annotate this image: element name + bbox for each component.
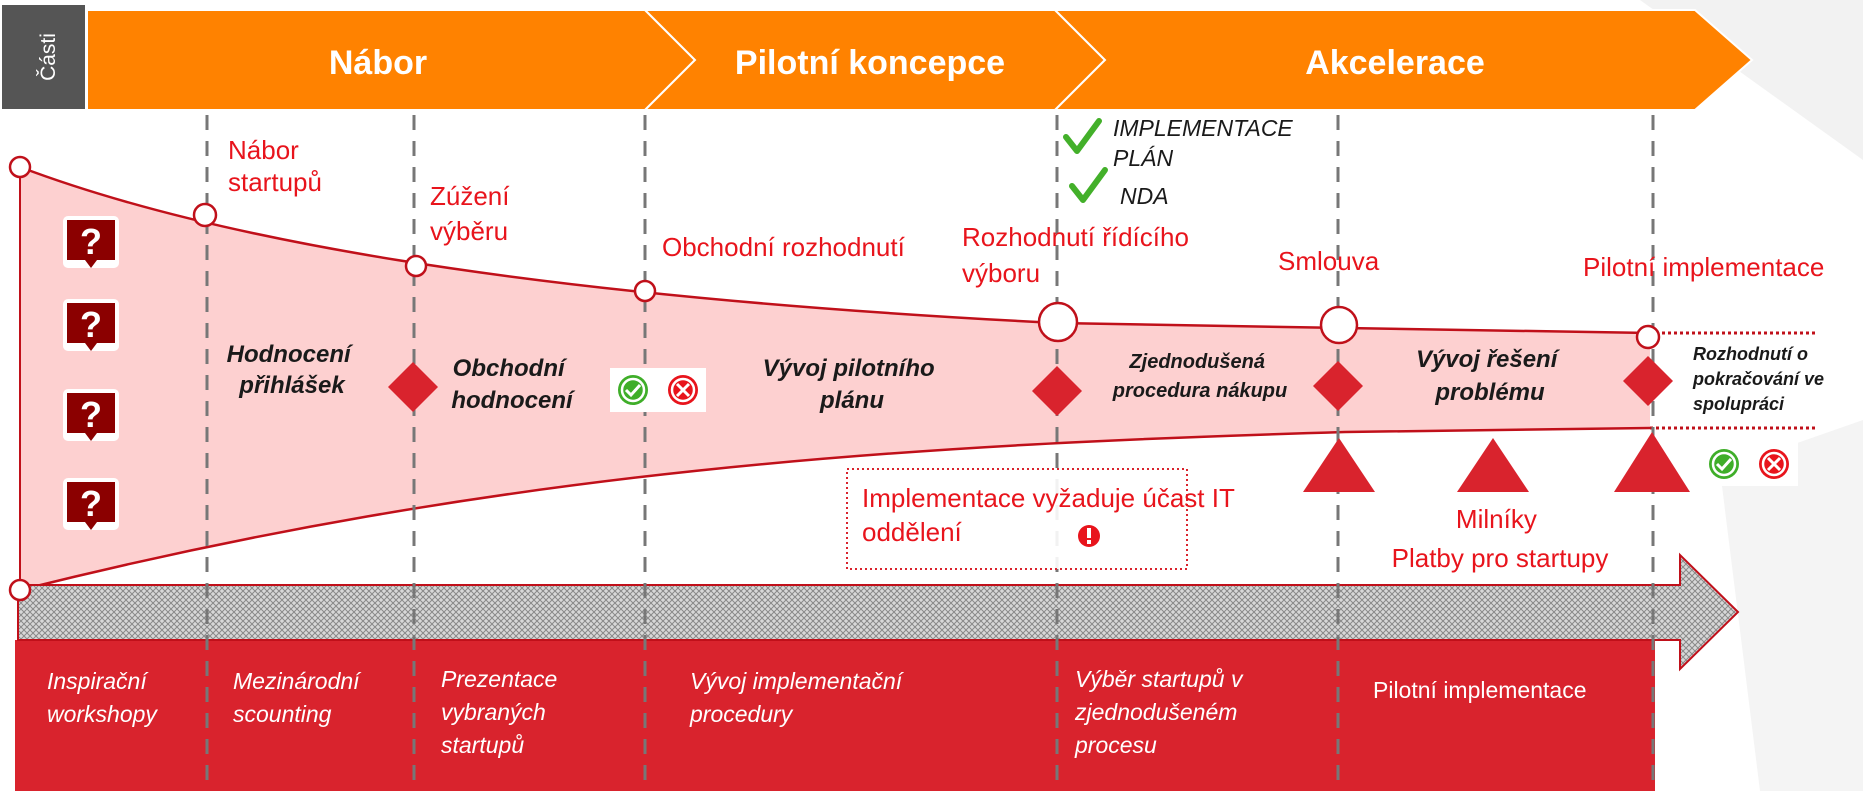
- x-circle-icon: [668, 375, 698, 405]
- milestone-circle: [633, 279, 657, 303]
- payment-triangles: [1303, 432, 1690, 492]
- stage-label-vyvoj-pilotniho-planu: Vývoj pilotního plánu: [763, 355, 942, 414]
- activity-label: Vývoj implementační procedury: [689, 668, 909, 727]
- checklist-item: NDA: [1120, 183, 1169, 209]
- stage-label-vyvoj-reseni: Vývoj řešení problému: [1416, 346, 1564, 406]
- milestone-label-zuzeni-vyberu: Zúžení výběru: [430, 181, 517, 246]
- phase-banner-akcelerace: [1052, 9, 1754, 111]
- exclamation-icon: [1078, 525, 1100, 547]
- approve-reject-pair: [610, 368, 706, 412]
- stage-label-hodnoceni-prihlasek: Hodnocení přihlášek: [227, 341, 358, 399]
- stage-label-zjednodusena-procedura: Zjednodušená procedura nákupu: [1112, 351, 1287, 402]
- approve-reject-pair: [1702, 442, 1798, 486]
- checklist-item: PLÁN: [1113, 145, 1173, 171]
- phase-label-akcelerace: Akcelerace: [1305, 44, 1485, 82]
- question-icon: ?: [63, 216, 119, 268]
- note-box: [846, 468, 1188, 570]
- decision-diamond: [1313, 361, 1363, 411]
- payment-triangle: [1457, 438, 1529, 492]
- parts-label: Části: [37, 33, 60, 81]
- activity-label: Výběr startupů v zjednodušeném procesu: [1074, 666, 1249, 758]
- side-decoration: [1720, 420, 1863, 791]
- phase-label-pilotni: Pilotní koncepce: [735, 44, 1005, 82]
- decision-diamonds: [388, 356, 1673, 416]
- parts-tab: [2, 5, 85, 109]
- milestone-circle: [8, 578, 32, 602]
- milestone-label-rozhodnuti-vyboru: Rozhodnutí řídícího výboru: [962, 222, 1196, 288]
- activity-label: Mezinárodní scounting: [233, 668, 366, 727]
- activity-label: Inspirační workshopy: [47, 668, 158, 727]
- activity-label: Prezentace vybraných startupů: [441, 666, 564, 758]
- question-icon: ?: [63, 389, 119, 441]
- phase-label-nabor: Nábor: [329, 44, 427, 82]
- milestone-circles: [8, 155, 1661, 602]
- milestone-circle: [8, 155, 32, 179]
- milestone-circle: [192, 202, 218, 228]
- svg-text:?: ?: [80, 304, 102, 345]
- timeline-arrow: [17, 552, 1740, 672]
- question-icon: ?: [63, 478, 119, 530]
- svg-text:?: ?: [80, 394, 102, 435]
- svg-text:?: ?: [80, 483, 102, 524]
- activity-label: Pilotní implementace: [1373, 677, 1587, 703]
- milestone-circle: [404, 254, 428, 278]
- payments-text: Milníky Platby pro startupy: [1392, 504, 1609, 573]
- milestone-circle: [1319, 305, 1359, 345]
- activity-band: [15, 640, 1655, 791]
- milestone-label-obchodni-rozhodnuti: Obchodní rozhodnutí: [662, 232, 906, 262]
- milestone-circle: [1635, 324, 1661, 350]
- milestone-circle: [1037, 301, 1079, 343]
- payment-triangle: [1614, 432, 1690, 492]
- milestone-label-nabor-startupu: Nábor startupů: [228, 135, 322, 197]
- check-circle-icon: [1709, 449, 1739, 479]
- svg-text:?: ?: [80, 221, 102, 262]
- note-text: Implementace vyžaduje účast IT oddělení: [862, 483, 1242, 547]
- milestone-label-pilotni-implementace: Pilotní implementace: [1583, 252, 1824, 282]
- milestone-label-smlouva: Smlouva: [1278, 246, 1380, 276]
- funnel-top-line: [19, 165, 1651, 335]
- stage-label-obchodni-hodnoceni: Obchodní hodnocení: [451, 355, 576, 414]
- x-circle-icon: [1759, 449, 1789, 479]
- stage-label-rozhodnuti-pokracovani: Rozhodnutí o pokračování ve spolupráci: [1692, 344, 1829, 414]
- checkmark-icon: [1069, 167, 1108, 203]
- decision-diamond: [1032, 366, 1082, 416]
- decision-diamond: [388, 362, 438, 412]
- checkmark-icon: [1063, 118, 1102, 154]
- question-icon: ?: [63, 299, 119, 351]
- check-circle-icon: [618, 375, 648, 405]
- funnel-area: [20, 167, 1650, 590]
- checklist-item: IMPLEMENTACE: [1113, 115, 1293, 141]
- decision-diamond: [1623, 356, 1673, 406]
- funnel-bottom-line: [19, 426, 1651, 592]
- payment-triangle: [1303, 438, 1375, 492]
